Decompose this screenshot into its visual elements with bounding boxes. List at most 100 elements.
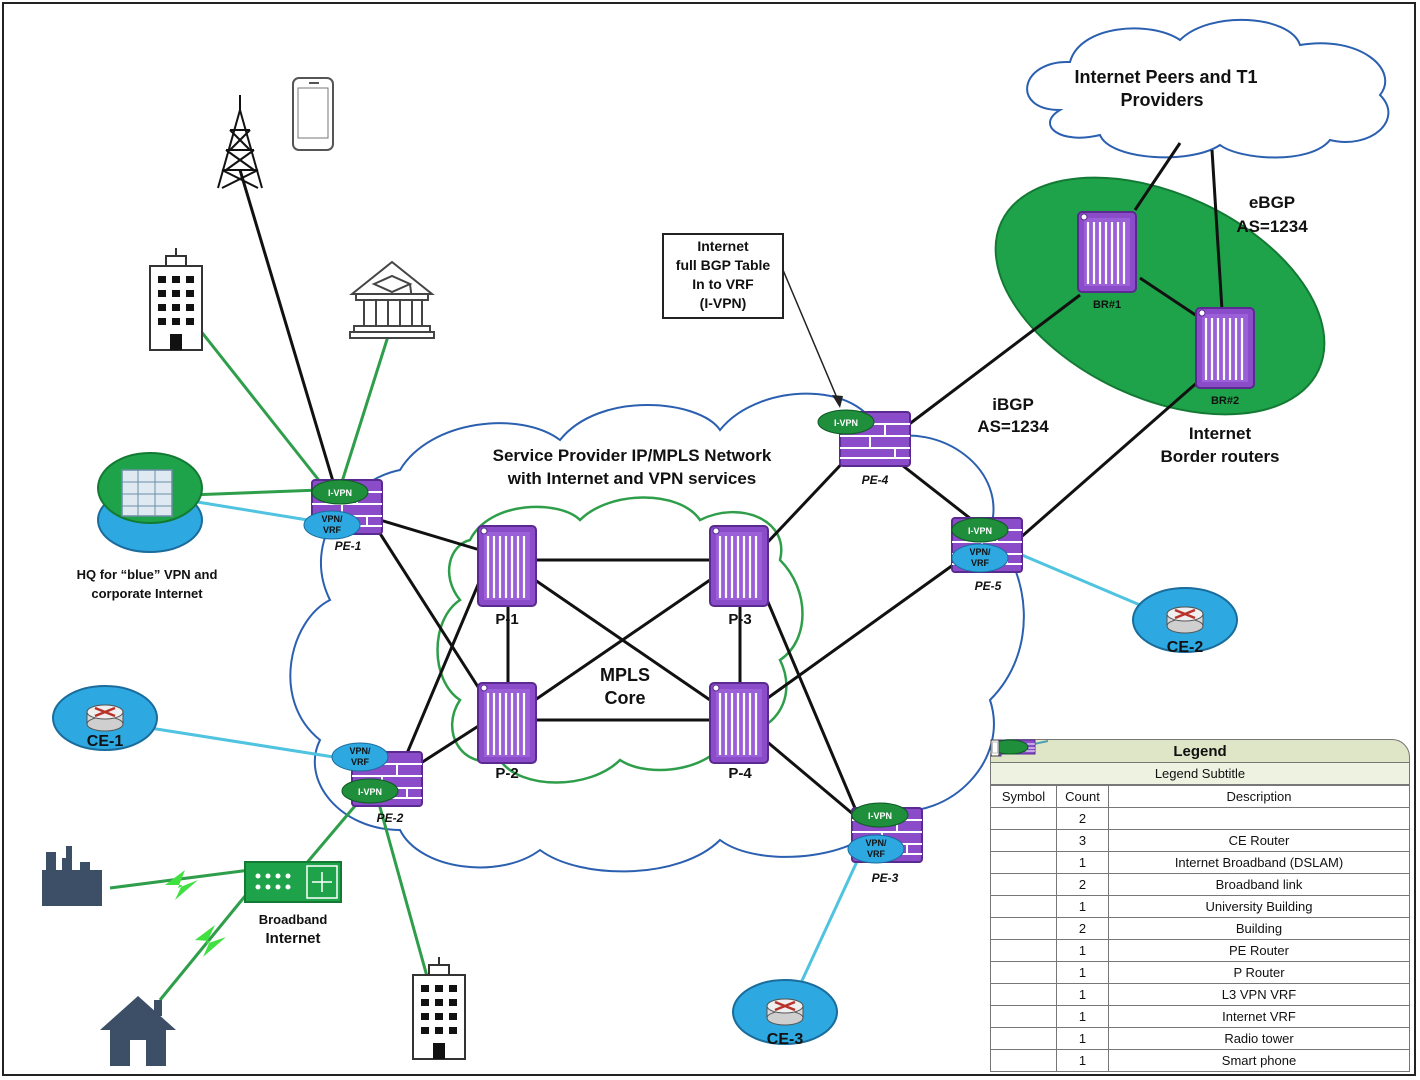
dslam-icon [990, 739, 1057, 874]
ce-router-icon [990, 739, 1057, 852]
ivpn-label: I-VPN [358, 787, 382, 797]
legend-count: 1 [1056, 1027, 1109, 1050]
callout-line-4: (I-VPN) [700, 295, 747, 311]
legend-description: Smart phone [1108, 1049, 1410, 1072]
legend-count: 2 [1056, 873, 1109, 896]
ibgp-as-label: AS=1234 [977, 417, 1049, 436]
legend-description: Building [1108, 917, 1410, 940]
building-icon [412, 956, 466, 1060]
br2-label: BR#2 [1211, 395, 1239, 407]
legend-header-symbol: Symbol [990, 785, 1057, 808]
legend: Legend Legend Subtitle Symbol Count Desc… [990, 739, 1410, 1072]
ivpn-label: I-VPN [328, 488, 352, 498]
internet-vrf-icon [341, 778, 399, 804]
internet-vrf-icon [311, 479, 369, 505]
vpn-vrf-label: VRF [351, 757, 370, 767]
legend-description: P Router [1108, 961, 1410, 984]
legend-header-row: Symbol Count Description [990, 785, 1410, 808]
hq-icon [97, 452, 203, 553]
legend-symbol-empty [990, 807, 1057, 830]
l3vpn-vrf-icon [303, 510, 361, 540]
vpn-vrf-label: VRF [867, 849, 886, 859]
internet-cloud-label-1: Internet Peers and T1 [1074, 67, 1257, 87]
mpls-core-label-2: Core [604, 688, 645, 708]
ibgp-label: iBGP [992, 395, 1034, 414]
legend-row: 2 [990, 807, 1410, 830]
ce3-label: CE-3 [767, 1031, 804, 1048]
pe-router-icon [990, 739, 1057, 962]
pe5-label: PE-5 [975, 579, 1002, 593]
l3vpn-vrf-icon [990, 739, 1057, 1006]
p-router-icon [990, 739, 1057, 984]
p2-label: P-2 [495, 765, 518, 782]
legend-description: Internet VRF [1108, 1005, 1410, 1028]
broadband-label-1: Broadband [259, 912, 328, 927]
ebgp-as-label: AS=1234 [1236, 217, 1308, 236]
building-icon [990, 741, 1057, 940]
internet-vrf-icon [990, 739, 1057, 1028]
hq-label-2: corporate Internet [91, 586, 203, 601]
l3vpn-vrf-icon [847, 834, 905, 864]
legend-count: 1 [1056, 851, 1109, 874]
internet-vrf-icon [817, 409, 875, 435]
university-icon [349, 260, 435, 339]
wireless-bolts [165, 870, 226, 957]
smartphone-icon [292, 77, 334, 151]
legend-count: 2 [1056, 807, 1109, 830]
broadband-label-2: Internet [265, 930, 320, 947]
ivpn-label: I-VPN [968, 526, 992, 536]
border-routers-label-2: Border routers [1160, 447, 1279, 466]
house-icon [100, 996, 176, 1066]
callout-box [662, 233, 784, 319]
legend-count: 1 [1056, 961, 1109, 984]
smartphone-icon [990, 739, 1057, 1072]
cyan-links [149, 498, 1141, 986]
vpn-vrf-label: VPN/ [321, 514, 343, 524]
border-routers-label-1: Internet [1189, 424, 1252, 443]
l3vpn-vrf-icon [331, 742, 389, 772]
callout-line-3: In to VRF [692, 276, 754, 292]
university-icon [990, 739, 1057, 918]
legend-count: 1 [1056, 895, 1109, 918]
br1-label: BR#1 [1093, 299, 1121, 311]
pe3-label: PE-3 [872, 871, 899, 885]
vpn-vrf-label: VPN/ [865, 838, 887, 848]
p-router-p4 [708, 681, 770, 765]
vpn-vrf-label: VRF [971, 558, 990, 568]
legend-description: Internet Broadband (DSLAM) [1108, 851, 1410, 874]
legend-count: 1 [1056, 939, 1109, 962]
vpn-vrf-label: VPN/ [969, 547, 991, 557]
hq-label-1: HQ for “blue” VPN and [77, 567, 218, 582]
vpn-vrf-label: VPN/ [349, 746, 371, 756]
legend-description [1108, 807, 1410, 830]
mpls-core-label-1: MPLS [600, 665, 650, 685]
core-links [238, 142, 1224, 822]
legend-count: 1 [1056, 1049, 1109, 1072]
ce2-label: CE-2 [1167, 639, 1204, 656]
border-router-br1 [1076, 210, 1138, 294]
pe1-label: PE-1 [335, 539, 362, 553]
factory-icon [42, 846, 102, 906]
legend-count: 2 [1056, 917, 1109, 940]
ebgp-label: eBGP [1249, 193, 1295, 212]
legend-header-description: Description [1108, 785, 1410, 808]
broadband-link-icon [990, 740, 1057, 896]
vpn-vrf-label: VRF [323, 525, 342, 535]
callout-line-1: Internet [697, 238, 749, 254]
internet-cloud-label-2: Providers [1120, 90, 1203, 110]
legend-count: 1 [1056, 1005, 1109, 1028]
border-router-br2 [1194, 306, 1256, 390]
p-router-p1 [476, 524, 538, 608]
p-router-p2 [476, 681, 538, 765]
